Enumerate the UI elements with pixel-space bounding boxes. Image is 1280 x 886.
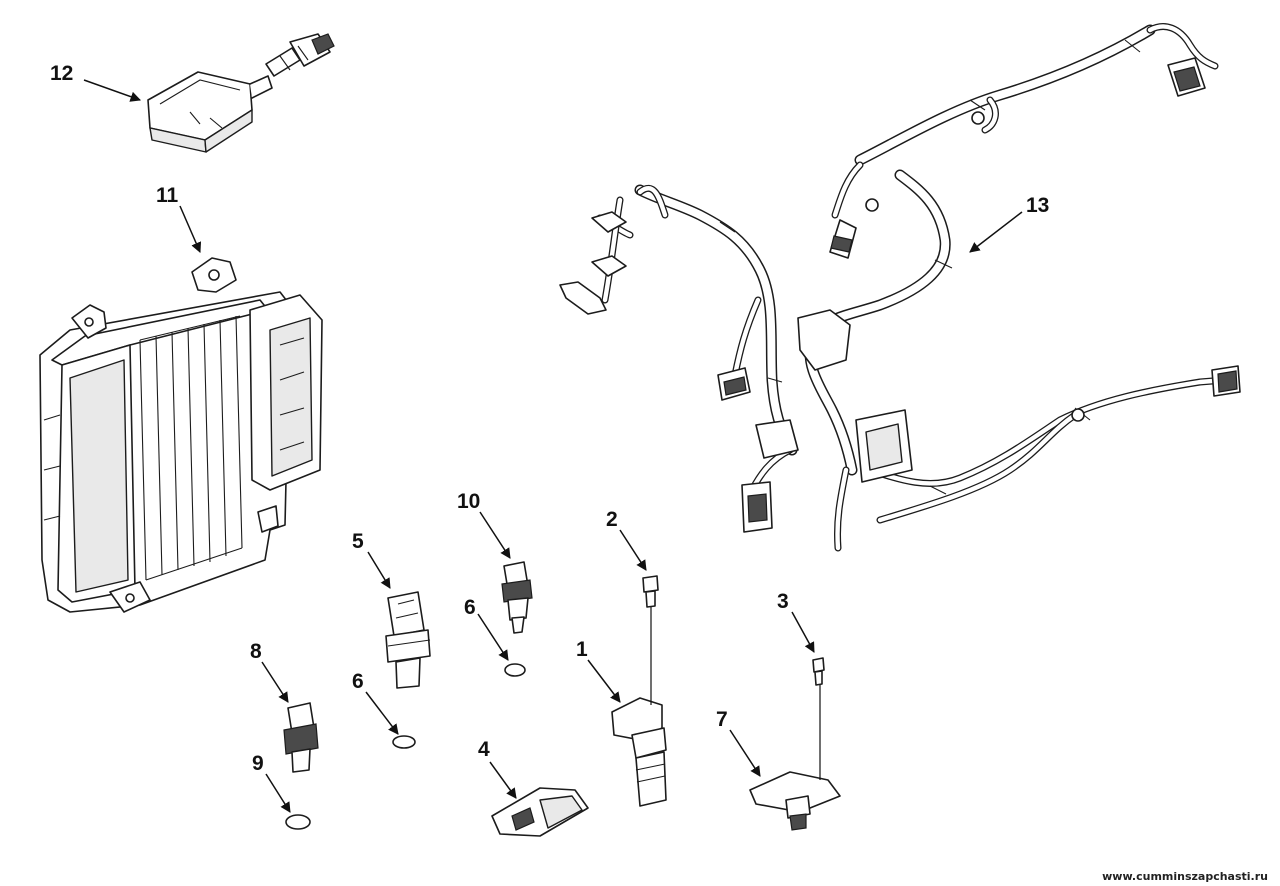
leader-3 (791, 611, 815, 653)
part-13-harness (559, 23, 1241, 552)
leader-2 (619, 529, 647, 571)
leader-5 (367, 551, 391, 589)
callout-10: 10 (457, 490, 480, 513)
callout-12: 12 (50, 62, 73, 85)
callout-8: 8 (250, 640, 262, 663)
callout-1: 1 (576, 638, 588, 661)
leader-11 (179, 205, 202, 253)
leader-9 (265, 773, 291, 813)
leader-10 (479, 511, 511, 559)
callout-6-upper: 6 (464, 596, 476, 619)
callout-4: 4 (478, 738, 490, 761)
leader-6b (365, 691, 399, 735)
part-10-sensor (501, 561, 533, 634)
part-8-sensor (283, 702, 319, 773)
callout-13: 13 (1026, 194, 1049, 217)
part-7-sensor (749, 771, 841, 831)
part-5-sensor (385, 591, 431, 689)
watermark: www.cumminszapchasti.ru (1102, 870, 1268, 883)
leader-6a (477, 613, 509, 661)
callout-11: 11 (156, 184, 179, 207)
part-9-oring (285, 814, 311, 830)
part-4-sensor (491, 787, 589, 837)
leader-12 (83, 79, 141, 102)
leader-7 (729, 729, 761, 777)
part-1-sensor (611, 697, 667, 807)
part-12-module (147, 33, 335, 153)
callout-6-lower: 6 (352, 670, 364, 693)
part-6-oring-lower (392, 735, 416, 749)
callout-3: 3 (777, 590, 789, 613)
part-6-oring-upper (504, 663, 526, 677)
callout-2: 2 (606, 508, 618, 531)
callout-5: 5 (352, 530, 364, 553)
part-3-bolt (812, 657, 825, 686)
leader-1 (587, 659, 621, 703)
leader-8 (261, 661, 289, 703)
part-2-bolt (642, 575, 659, 608)
part-11-ecm (39, 257, 323, 613)
callout-9: 9 (252, 752, 264, 775)
callout-7: 7 (716, 708, 728, 731)
leader-4 (489, 761, 517, 799)
leader-13 (969, 211, 1023, 253)
